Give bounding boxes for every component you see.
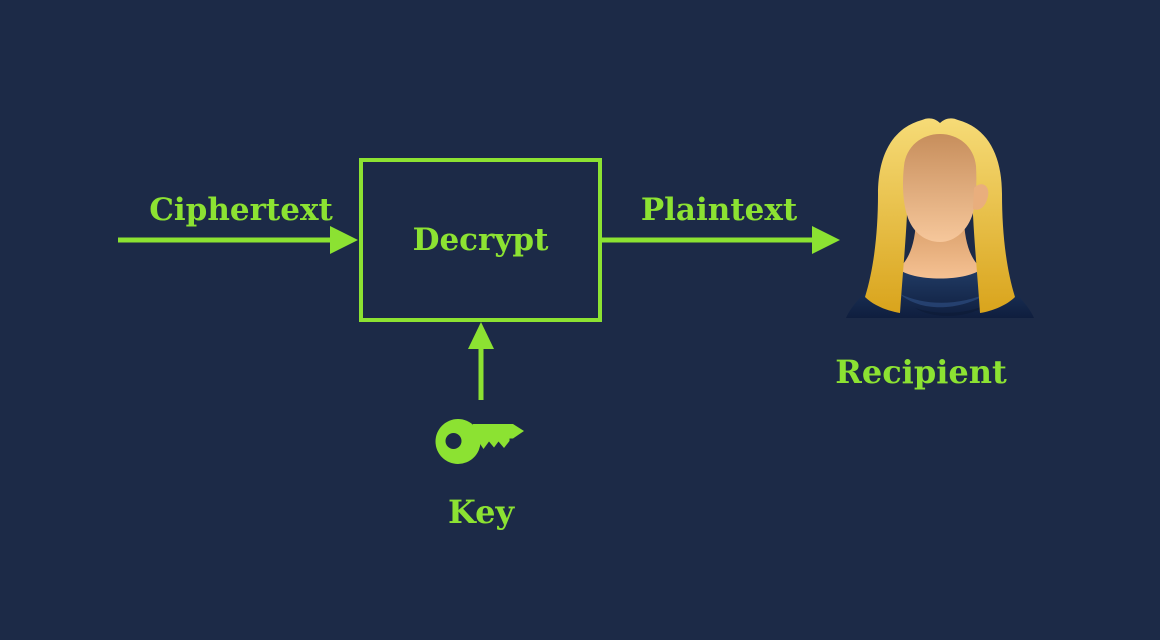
plaintext-label: Plaintext (640, 192, 798, 228)
key-arrow (468, 322, 494, 400)
avatar-shirt-fold-light (900, 292, 990, 308)
ciphertext-label: Ciphertext (149, 192, 333, 228)
recipient-avatar (846, 118, 1034, 318)
key-icon (435, 419, 524, 464)
plaintext-arrow (602, 226, 840, 254)
key-label: Key (447, 493, 515, 531)
key-bow-hole (445, 433, 462, 449)
avatar-ear (973, 184, 989, 210)
decrypt-label: Decrypt (412, 222, 549, 258)
decrypt-box: Decrypt (359, 158, 602, 322)
ciphertext-arrowhead (330, 226, 358, 254)
recipient-label: Recipient (835, 353, 1007, 391)
ciphertext-arrow (118, 226, 358, 254)
avatar-hair (865, 118, 1015, 313)
avatar-shirt-fold-dark (915, 302, 992, 317)
key-shaft-teeth (473, 424, 524, 449)
plaintext-arrowhead (812, 226, 840, 254)
avatar-face (903, 134, 977, 242)
key-arrowhead (468, 322, 494, 349)
